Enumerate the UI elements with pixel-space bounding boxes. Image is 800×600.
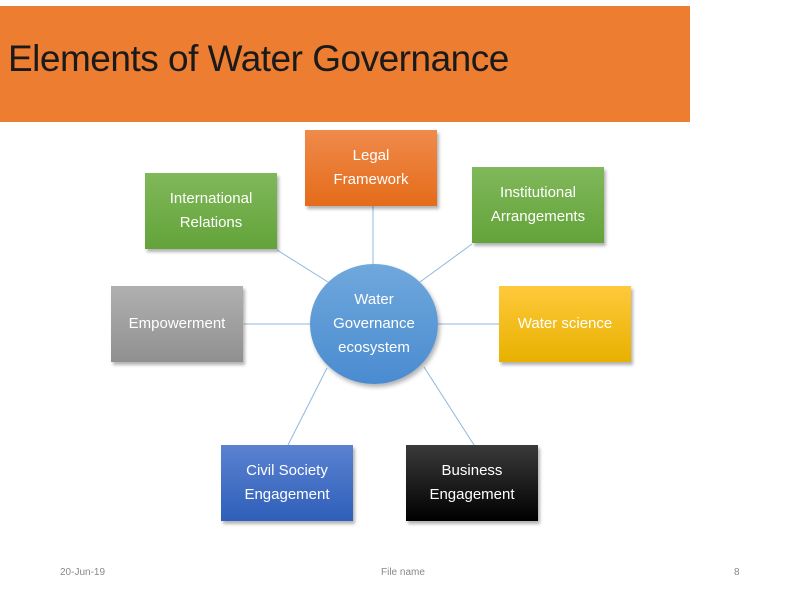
center-node-water-governance-ecosystem: Water Governance ecosystem [310, 264, 438, 384]
connector-institutional [419, 243, 473, 283]
footer-page-number: 8 [734, 567, 740, 578]
connector-international [276, 249, 329, 283]
connector-business [423, 366, 475, 446]
node-international-relations: International Relations [145, 173, 277, 249]
title-banner [0, 6, 690, 122]
node-institutional-arrangements: Institutional Arrangements [472, 167, 604, 243]
footer-date: 20-Jun-19 [60, 567, 106, 578]
node-empowerment: Empowerment [111, 286, 243, 362]
node-civil-society-engagement: Civil Society Engagement [221, 445, 353, 521]
node-water-science: Water science [499, 286, 631, 362]
slide-title: Elements of Water Governance [8, 38, 509, 79]
connector-civil-society [287, 367, 328, 446]
node-business-engagement: Business Engagement [406, 445, 538, 521]
node-legal-framework: Legal Framework [305, 130, 437, 206]
footer-file-name: File name [381, 567, 425, 578]
